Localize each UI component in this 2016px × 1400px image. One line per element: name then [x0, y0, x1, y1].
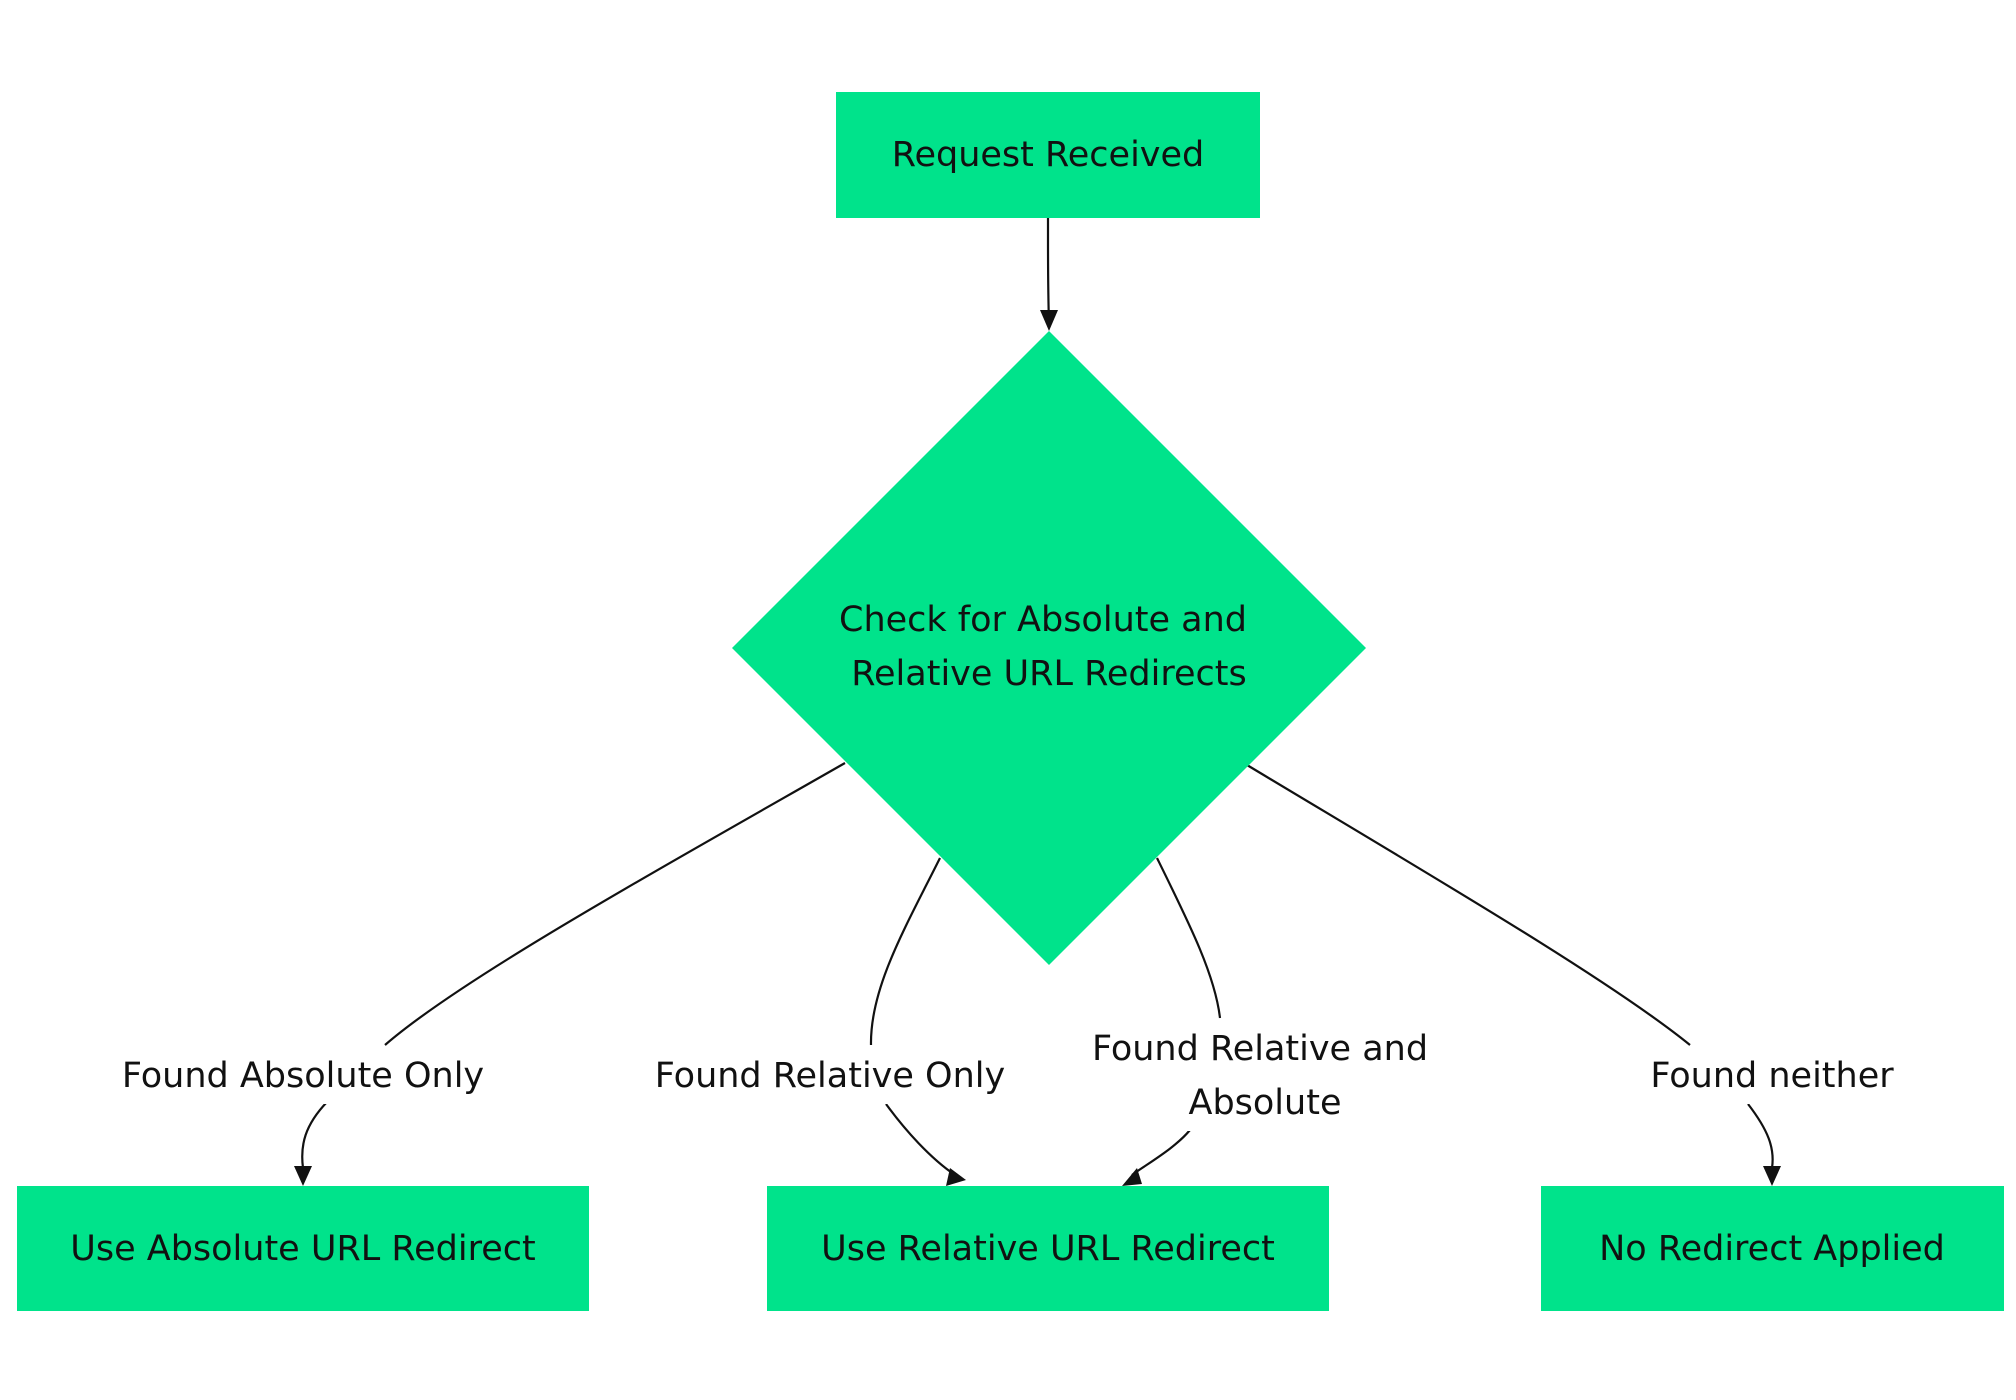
node-no-redirect-label: No Redirect Applied: [1599, 1229, 1945, 1269]
arrowhead-to-absolute: [294, 1166, 312, 1186]
arrowhead-to-check: [1040, 310, 1058, 331]
edge-label-found-relative-only: Found Relative Only: [655, 1050, 1005, 1104]
edge-label-found-relative-and-absolute-line1: Found Relative and: [1092, 1029, 1428, 1069]
arrowhead-to-relative-left: [946, 1168, 966, 1186]
node-request-received-label: Request Received: [892, 135, 1205, 175]
edge-neither-label-to-node: [1747, 1103, 1774, 1169]
edge-relative-and-absolute-label-to-node: [1131, 1129, 1191, 1176]
node-use-absolute-label: Use Absolute URL Redirect: [70, 1229, 536, 1269]
node-request-received: Request Received: [836, 92, 1260, 218]
node-use-relative-url-redirect: Use Relative URL Redirect: [767, 1186, 1329, 1311]
edge-request-to-check: [1043, 218, 1054, 327]
edge-absolute-label-to-node: [301, 1101, 328, 1169]
edge-label-found-relative-only-text: Found Relative Only: [655, 1056, 1005, 1096]
edge-label-found-neither: Found neither: [1650, 1050, 1894, 1104]
edge-check-to-relative-only: [869, 857, 941, 1046]
edge-check-to-absolute: [384, 762, 846, 1046]
arrowhead-to-no-redirect: [1763, 1166, 1781, 1186]
edge-label-found-relative-and-absolute-line2: Absolute: [1189, 1083, 1342, 1123]
edge-check-to-neither: [1246, 764, 1691, 1046]
edge-check-to-relative-and-absolute: [1156, 857, 1222, 1019]
arrowhead-to-relative-right: [1122, 1168, 1142, 1186]
node-use-absolute-url-redirect: Use Absolute URL Redirect: [17, 1186, 589, 1311]
edge-relative-only-label-to-node: [885, 1103, 956, 1176]
edge-label-found-neither-text: Found neither: [1650, 1056, 1894, 1096]
edge-label-found-relative-and-absolute: Found Relative and Absolute: [1092, 1023, 1428, 1131]
edge-label-found-absolute-only: Found Absolute Only: [122, 1050, 484, 1104]
node-check-label-line2: Relative URL Redirects: [851, 654, 1246, 694]
node-check-label-line1: Check for Absolute and: [839, 600, 1247, 640]
edge-label-found-absolute-only-text: Found Absolute Only: [122, 1056, 484, 1096]
node-no-redirect-applied: No Redirect Applied: [1541, 1186, 2004, 1311]
node-use-relative-label: Use Relative URL Redirect: [821, 1229, 1275, 1269]
node-check-redirects: Check for Absolute and Relative URL Redi…: [732, 331, 1366, 965]
